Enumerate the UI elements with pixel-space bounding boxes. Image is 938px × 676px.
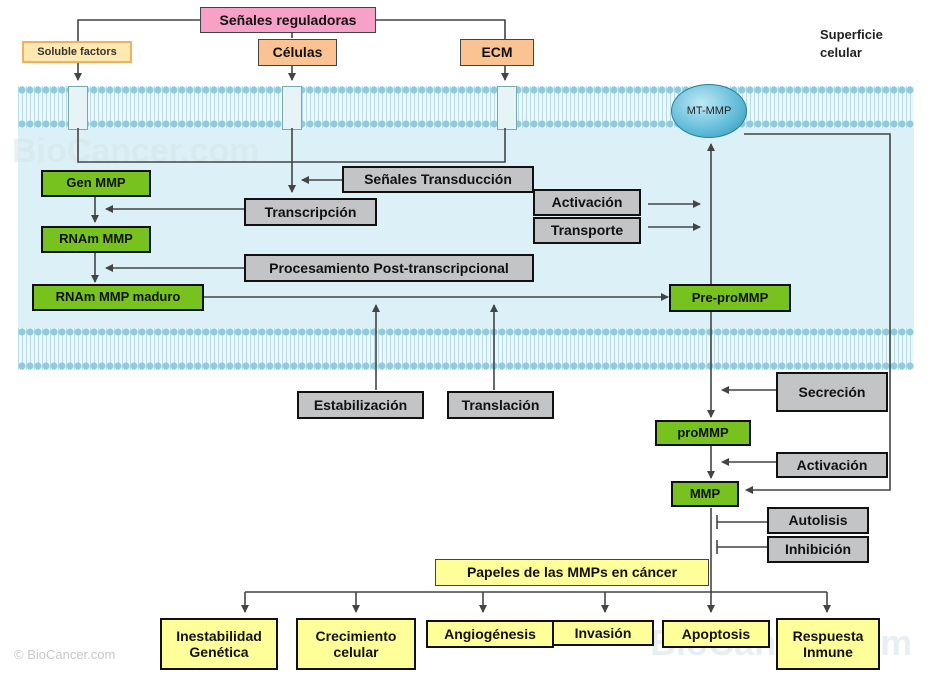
ecm-box: ECM [460,39,534,66]
secrecion-box: Secreción [776,372,888,412]
superficie-celular-label: Superficie celular [820,27,883,60]
transcripcion-box: Transcripción [244,198,377,226]
line-mtmmp-mmp [744,133,891,494]
angiogenesis-box: Angiogénesis [426,620,554,648]
rnam-maduro-box: RNAm MMP maduro [32,284,204,311]
papeles-box: Papeles de las MMPs en cáncer [435,559,709,586]
soluble-factors-box: Soluble factors [22,41,132,63]
transporte-box: Transporte [533,217,641,244]
cell-membrane-bottom [18,328,914,370]
inhibicion-box: Inhibición [767,536,869,563]
inestabilidad-box: Inestabilidad Genética [160,618,278,670]
apoptosis-box: Apoptosis [662,620,770,648]
estabilizacion-box: Estabilización [297,391,424,419]
mt-mmp-enzyme: MT-MMP [671,84,747,138]
cell-membrane-top [18,86,914,128]
gen-mmp-box: Gen MMP [41,170,151,197]
copyright-text: © BioCancer.com [14,647,116,662]
rnam-mmp-box: RNAm MMP [41,226,151,253]
translacion-box: Translación [447,391,554,419]
crecimiento-box: Crecimiento celular [296,618,416,670]
prommp-box: proMMP [655,420,751,446]
activacion-bottom-box: Activación [776,452,888,478]
invasion-box: Invasión [552,620,654,646]
celulas-box: Células [258,39,337,66]
mmp-box: MMP [671,481,739,507]
autolisis-box: Autolisis [767,507,869,534]
senales-transduccion-box: Señales Transducción [342,166,534,193]
procesamiento-box: Procesamiento Post-transcripcional [244,254,534,282]
respuesta-box: Respuesta Inmune [776,618,880,670]
watermark-top: BioCancer.com [12,132,260,170]
receptor-ecm [497,86,517,130]
pre-prommp-box: Pre-proMMP [669,284,791,312]
senales-reguladoras-box: Señales reguladoras [200,7,376,33]
activacion-top-box: Activación [533,189,641,216]
